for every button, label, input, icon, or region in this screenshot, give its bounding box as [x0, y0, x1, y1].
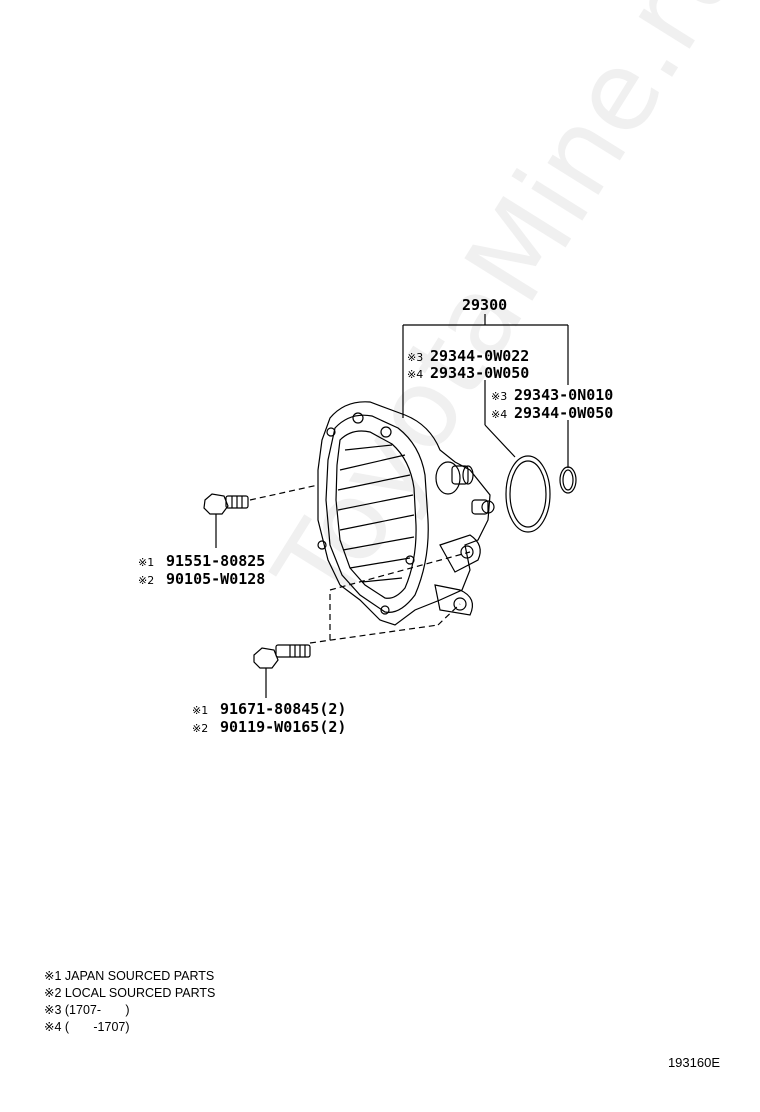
dash-bolt-2-right	[438, 604, 460, 625]
pump-shaft-base	[436, 462, 460, 494]
rib-8	[362, 578, 402, 582]
side-fitting-end	[482, 501, 494, 513]
c4-part-1: 91671-80845(2)	[220, 700, 346, 718]
dash-bolt-2-diag	[330, 552, 470, 590]
rib-7	[350, 558, 410, 568]
c4-part-2: 90119-W0165(2)	[220, 718, 346, 736]
pump-shaft	[452, 466, 468, 484]
o-ring-large-inner	[510, 461, 546, 527]
c2-mark-2: ※4	[491, 408, 507, 421]
mount-ear-2	[435, 585, 472, 615]
c1-part-2: 29343-0W050	[430, 364, 529, 382]
mount-ear-1	[440, 535, 480, 572]
dash-bolt-2	[310, 625, 438, 643]
boss-4	[318, 541, 326, 549]
c1-mark-2: ※4	[407, 368, 423, 381]
pump-cover	[326, 415, 428, 612]
legend-line-3: ※3 (1707- )	[44, 1003, 130, 1017]
leader-c1-diag	[485, 425, 515, 457]
pump-shaft-tip	[463, 466, 473, 484]
bolt-2-head	[254, 648, 278, 668]
dash-bolt-1	[250, 485, 318, 500]
c4-mark-1: ※1	[192, 704, 208, 717]
bolt-2-shank	[276, 645, 310, 657]
legend-line-2: ※2 LOCAL SOURCED PARTS	[44, 986, 216, 1000]
o-ring-small-inner	[563, 470, 573, 490]
boss-3	[327, 428, 335, 436]
o-ring-large	[506, 456, 550, 532]
c2-mark-1: ※3	[491, 390, 507, 403]
c2-part-1: 29343-0N010	[514, 386, 613, 404]
boss-2	[381, 427, 391, 437]
legend-line-4: ※4 ( -1707)	[44, 1020, 130, 1034]
c3-part-1: 91551-80825	[166, 552, 265, 570]
c1-mark-1: ※3	[407, 351, 423, 364]
rib-1	[345, 445, 392, 450]
c3-mark-1: ※1	[138, 556, 154, 569]
c2-part-2: 29344-0W050	[514, 404, 613, 422]
o-ring-small	[560, 467, 576, 493]
c1-part-1: 29344-0W022	[430, 347, 529, 365]
rib-6	[343, 537, 414, 550]
rib-3	[338, 475, 410, 490]
c4-mark-2: ※2	[192, 722, 208, 735]
mount-ear-1-hole	[461, 546, 473, 558]
rib-4	[338, 495, 413, 510]
boss-6	[406, 556, 414, 564]
boss-5	[381, 606, 389, 614]
assembly-part-number: 29300	[462, 296, 507, 314]
boss-1	[353, 413, 363, 423]
c3-mark-2: ※2	[138, 574, 154, 587]
c3-part-2: 90105-W0128	[166, 570, 265, 588]
rib-2	[340, 455, 405, 470]
bolt-1-head	[204, 494, 228, 514]
mount-ear-2-hole	[454, 598, 466, 610]
rib-5	[340, 515, 414, 530]
cover-inner	[336, 431, 416, 598]
pump-body	[318, 402, 490, 625]
legend-line-1: ※1 JAPAN SOURCED PARTS	[44, 969, 215, 983]
side-fitting	[472, 500, 488, 514]
figure-id: 193160E	[667, 1055, 720, 1070]
